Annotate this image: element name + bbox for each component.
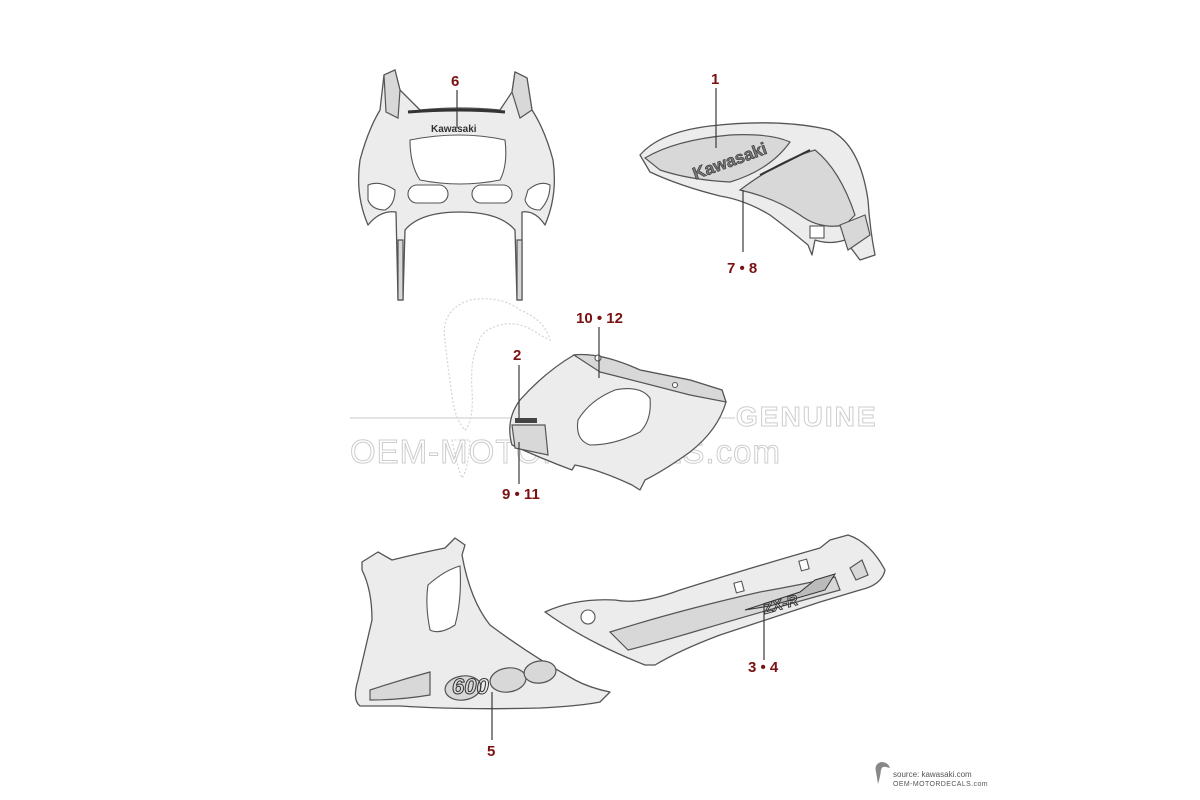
callout-6: 6 — [451, 73, 459, 90]
callout-3-4: 3 • 4 — [748, 659, 779, 676]
leader-lines — [456, 88, 765, 740]
side-cowl — [509, 353, 727, 491]
tail-cowl: ZX-R — [544, 534, 886, 666]
callout-1: 1 — [711, 71, 719, 88]
lower-cowl-decal-0b — [523, 660, 557, 684]
fairing-brand-decal: Kawasaki — [431, 124, 477, 135]
lower-cowl-decal-6 — [444, 675, 482, 701]
callout-9-11: 9 • 11 — [502, 486, 540, 503]
front-fairing: Kawasaki — [358, 69, 555, 301]
fuel-tank: Kawasaki — [639, 122, 876, 261]
watermark-genuine: GENUINE — [736, 401, 878, 432]
lower-cowl-number-decal: 600 — [452, 674, 489, 699]
callouts: 6 1 7 • 8 10 • 12 2 9 • 11 5 3 • 4 — [451, 71, 779, 760]
source-credit-line2: OEM-MOTORDECALS.com — [893, 781, 988, 788]
callout-7-8: 7 • 8 — [727, 260, 757, 277]
source-logo-icon — [875, 762, 890, 784]
watermark-bird-logo — [443, 298, 551, 480]
callout-5: 5 — [487, 743, 495, 760]
lower-cowl: 600 — [354, 537, 611, 710]
callout-2: 2 — [513, 347, 521, 364]
source-credit-line1: source: kawasaki.com — [893, 770, 972, 779]
callout-10-12: 10 • 12 — [576, 310, 623, 327]
